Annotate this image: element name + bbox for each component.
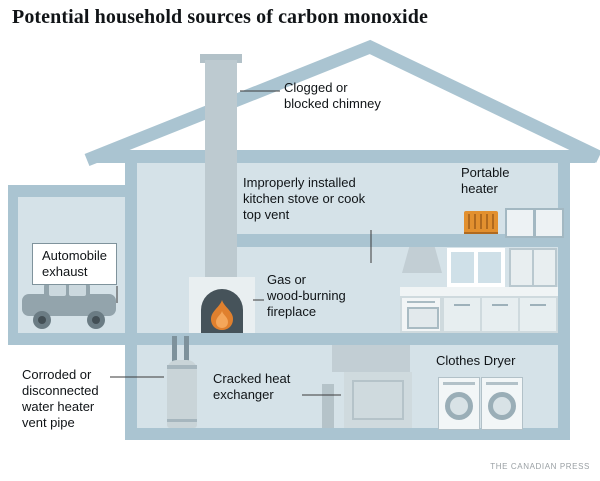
furnace-panel (352, 380, 404, 420)
vent-pipe (184, 336, 189, 362)
stove-oven-icon (402, 298, 440, 331)
water-heater-band (167, 365, 197, 369)
water-heater-icon (167, 360, 197, 428)
washer-controls (443, 382, 475, 385)
drawer-handle (454, 304, 470, 306)
portable-heater-label: Portable heater (461, 165, 510, 197)
upper-floor-band (237, 234, 558, 247)
cabinet-drawer (482, 298, 518, 331)
automobile-exhaust-label: Automobile exhaust (32, 243, 118, 286)
cabinet-door (511, 250, 532, 285)
furnace-plenum (332, 345, 410, 372)
water-heater-band (167, 419, 197, 422)
heater-slats (468, 214, 494, 229)
flame-icon (211, 300, 233, 330)
drawer-handle (530, 304, 546, 306)
kitchen-window (447, 248, 505, 287)
upper-cabinet (509, 248, 557, 287)
oven-handle (407, 301, 435, 303)
heat-exchanger-label: Cracked heat exchanger (213, 371, 291, 403)
source-credit: THE CANADIAN PRESS (490, 462, 590, 471)
main-floor-band (8, 333, 570, 345)
window-pane (451, 252, 474, 283)
dryer-door (488, 392, 516, 421)
chimney-label: Clogged or blocked chimney (284, 80, 381, 112)
furnace-icon (344, 372, 412, 428)
furnace-duct (322, 384, 334, 428)
heater-base (464, 232, 498, 234)
chimney (205, 60, 237, 277)
base-cabinets (400, 296, 558, 333)
washer-door (445, 392, 473, 421)
oven-door (407, 307, 439, 329)
car-icon (22, 280, 116, 329)
upper-window (534, 208, 564, 238)
vent-pipe (172, 336, 177, 362)
page-title: Potential household sources of carbon mo… (12, 6, 428, 28)
fireplace-label: Gas or wood-burning fireplace (267, 272, 346, 320)
range-hood-icon (402, 247, 442, 273)
washer-icon (438, 377, 480, 430)
cabinet-door (534, 250, 555, 285)
portable-heater-icon (464, 211, 498, 234)
cabinet-drawer (520, 298, 556, 331)
upper-window (505, 208, 535, 238)
countertop (400, 287, 558, 296)
water-heater-label: Corroded or disconnected water heater ve… (22, 367, 99, 431)
dryer-controls (486, 382, 518, 385)
clothes-dryer-label: Clothes Dryer (436, 353, 516, 368)
dryer-icon (481, 377, 523, 430)
drawer-handle (492, 304, 508, 306)
window-pane (478, 252, 501, 283)
cabinet-drawer (444, 298, 480, 331)
stove-vent-label: Improperly installed kitchen stove or co… (243, 175, 366, 223)
